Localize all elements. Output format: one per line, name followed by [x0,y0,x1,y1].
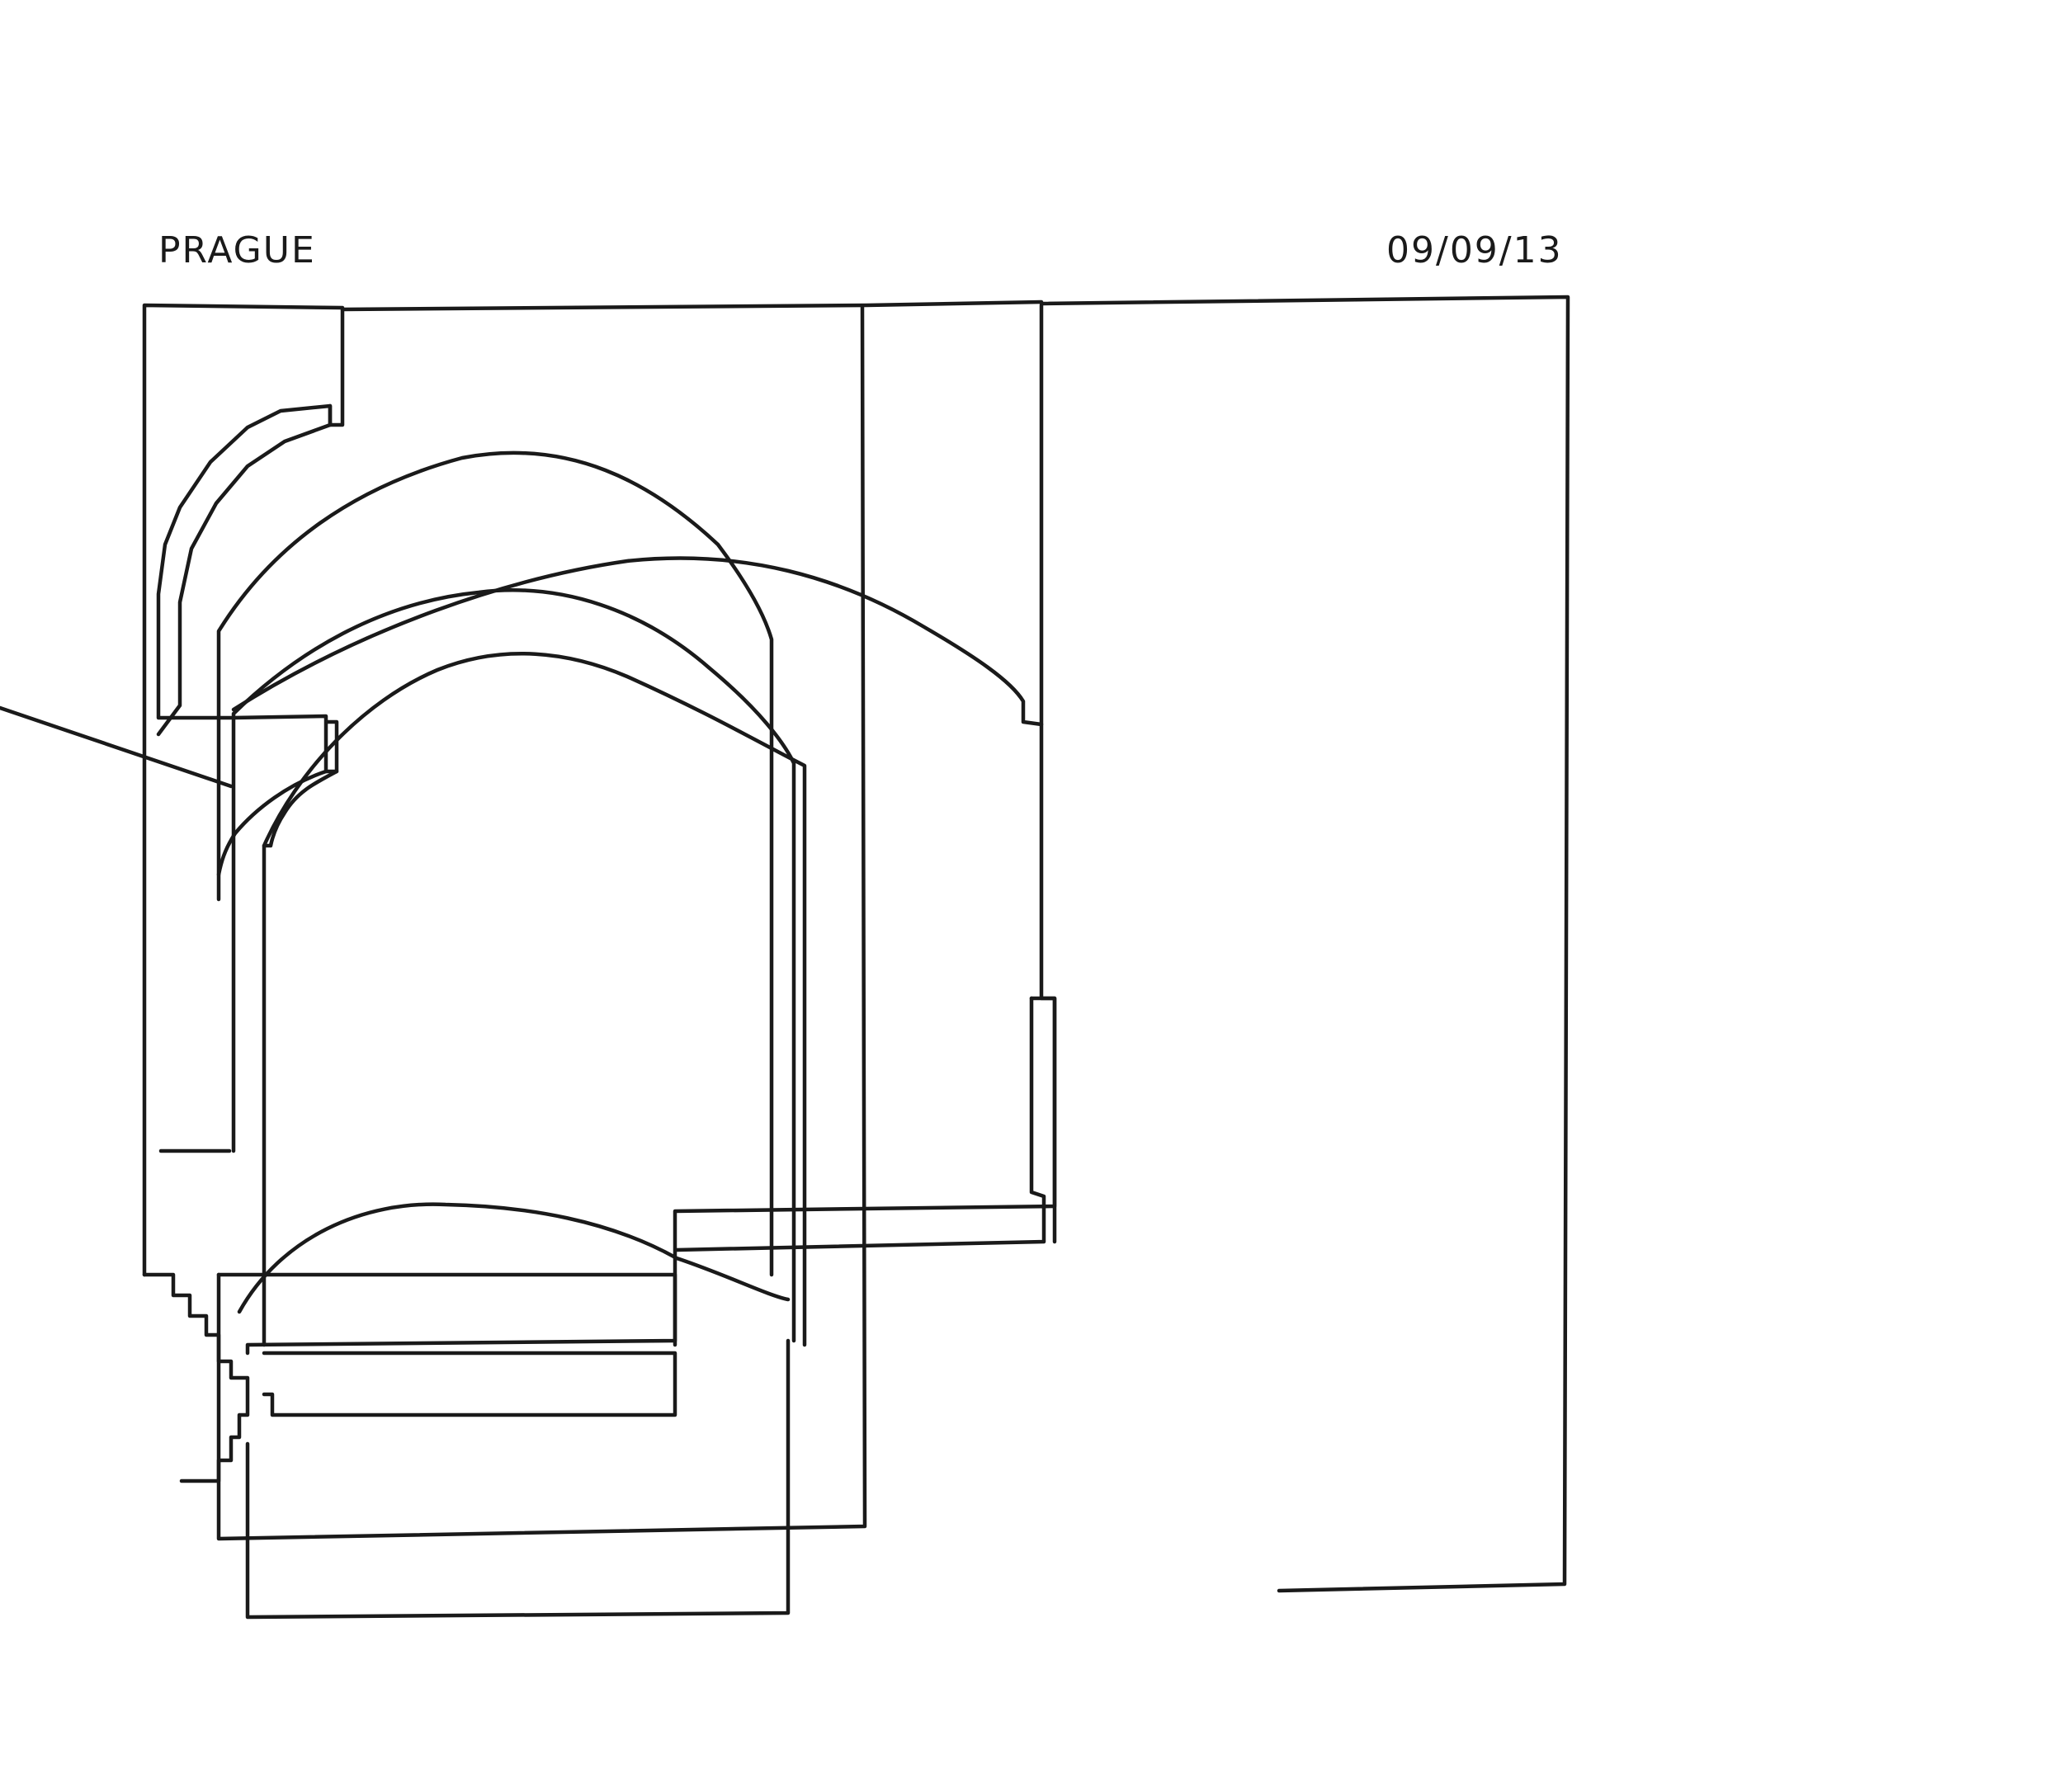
arch-sweep-right [231,556,1057,1244]
left-stepped-base [142,1272,250,1483]
right-pier-step-2 [674,996,1046,1252]
capital-curve-2 [216,769,328,877]
base-band-1 [216,1272,677,1356]
capital-bracket [230,714,339,774]
outer-frame-line [1039,295,1570,1593]
bottom-box [245,1338,791,1620]
left-inner-curve [156,403,333,737]
location-label: PRAGUE [158,229,316,271]
arch-lower [237,1202,791,1314]
tall-column [216,304,867,1541]
base-band-2 [262,1351,677,1417]
top-edge-line [340,299,1044,312]
arch-large-outer [216,450,774,1277]
arch-inner [262,652,807,1347]
left-outer-block [142,303,345,1277]
arch-middle [231,588,796,1343]
date-label: 09/09/13 [1386,229,1563,271]
diagonal-line [0,705,234,789]
capital-curve [262,769,339,848]
